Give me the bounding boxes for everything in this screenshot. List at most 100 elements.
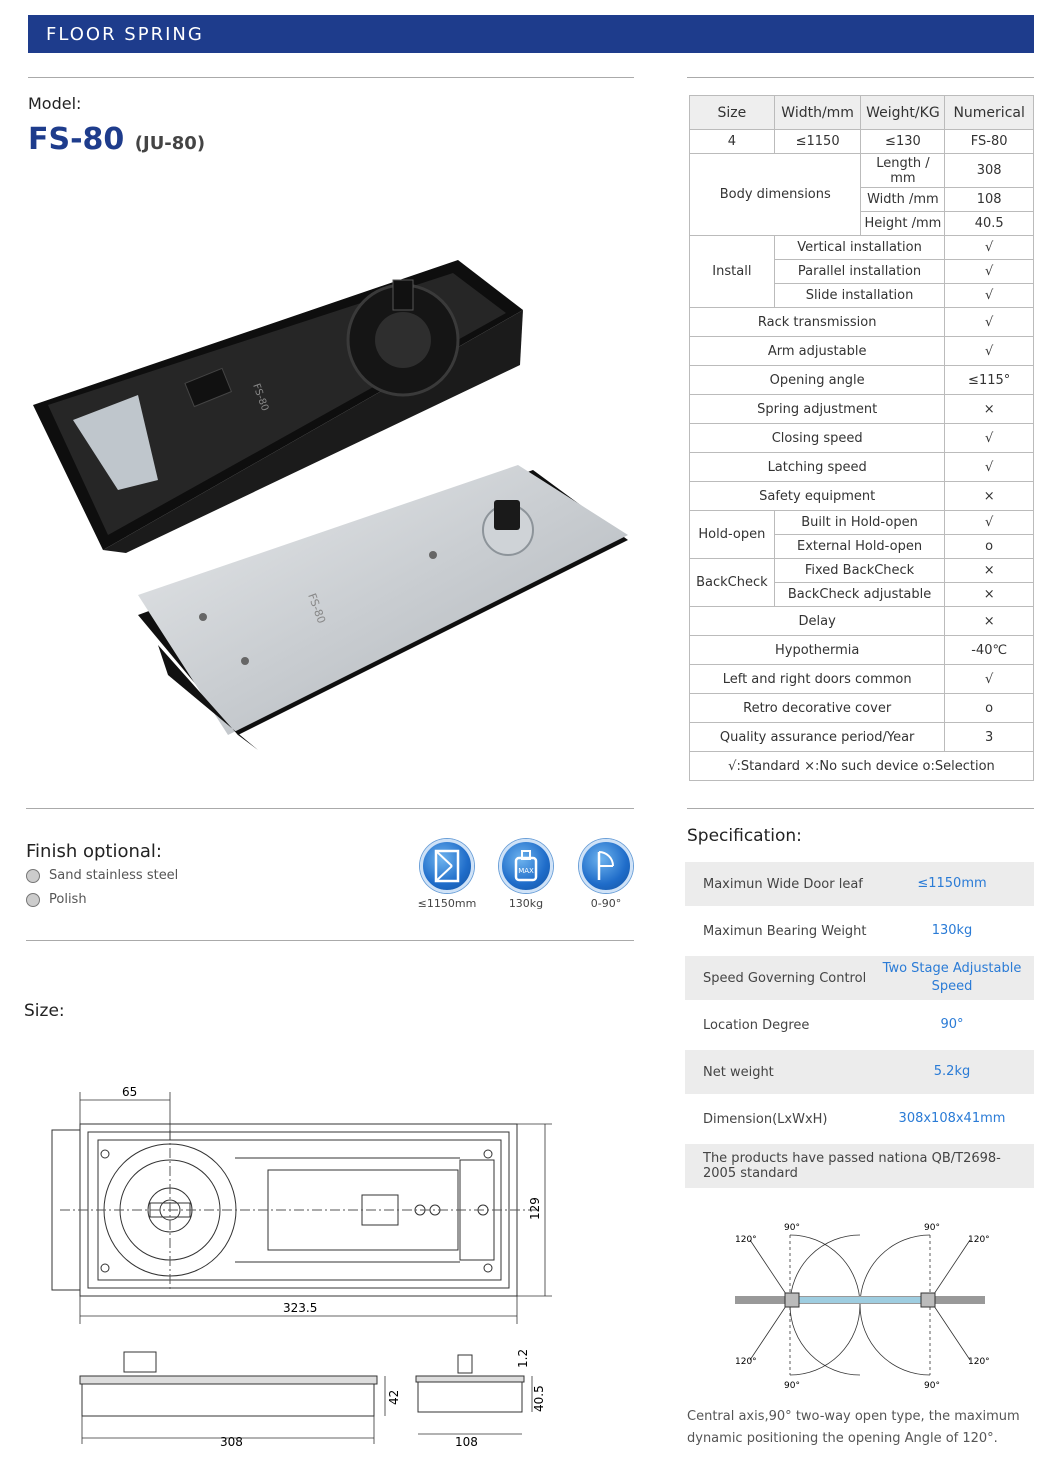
divider [26,940,634,941]
angle-icon [579,839,633,893]
spec-key: Location Degree [703,1017,810,1033]
model-code: FS-80 [28,122,125,157]
model-name: FS-80 (JU-80) [28,122,205,157]
dim-129: 129 [528,1197,542,1220]
table-cell: × [944,582,1034,607]
angle-caption: 0-90° [590,897,622,910]
weight-caption: 130kg [508,897,544,910]
spec-value: 130kg [931,923,973,938]
spec-row: Dimension(LxWxH) 308x108x41mm [685,1097,1034,1141]
table-cell: 108 [944,187,1034,212]
angle-label-90: 90° [924,1223,940,1233]
table-cell: √ [944,510,1034,535]
table-cell: × [944,481,1034,511]
table-cell: o [944,534,1034,559]
angle-label-90: 90° [784,1381,800,1390]
angle-label-90: 90° [924,1381,940,1390]
table-cell: Fixed BackCheck [773,558,946,583]
spec-row: Speed Governing Control Two Stage Adjust… [685,956,1034,1000]
page-header: FLOOR SPRING [28,15,1034,53]
hold-open-label: Hold-open [689,510,775,559]
spec-row: The products have passed nationa QB/T269… [685,1144,1034,1188]
divider [687,808,1034,809]
table-cell: Length / mm [860,153,946,188]
table-cell: Safety equipment [688,481,946,511]
spec-row: Maximun Bearing Weight 130kg [685,909,1034,953]
spec-value: ≤1150mm [917,876,987,891]
divider [28,77,634,78]
angle-label-90: 90° [784,1223,800,1233]
table-cell: Built in Hold-open [773,510,946,535]
table-cell: ≤115° [944,365,1034,395]
col-header-width: Width/mm [773,95,862,130]
table-cell: × [944,606,1034,636]
spec-row: Location Degree 90° [685,1003,1034,1047]
col-header-numerical: Numerical [944,95,1034,130]
table-cell: ≤130 [860,129,946,154]
product-image: FS-80 FS-80 [33,260,628,750]
angle-label-120: 120° [735,1357,757,1367]
spec-key: Maximun Bearing Weight [703,923,867,939]
spec-standard-note: The products have passed nationa QB/T269… [703,1151,1001,1181]
spec-key: Dimension(LxWxH) [703,1111,828,1127]
finish-option: Sand stainless steel [26,868,178,883]
spec-key: Net weight [703,1064,774,1080]
table-cell: Height /mm [860,211,946,236]
table-cell: -40℃ [944,635,1034,665]
col-header-size: Size [689,95,775,130]
dim-12: 1.2 [516,1349,530,1368]
spec-value: 5.2kg [933,1064,971,1079]
table-cell: Delay [688,606,946,636]
spec-row: Net weight 5.2kg [685,1050,1034,1094]
finish-option-label: Polish [49,892,87,907]
table-cell: BackCheck adjustable [773,582,946,607]
divider [687,77,1034,78]
col-header-weight: Weight/KG [860,95,946,130]
size-title: Size: [24,1001,65,1021]
angle-label-120: 120° [968,1235,990,1245]
model-alt: (JU-80) [134,133,206,154]
door-width-icon [420,839,474,893]
table-cell: 308 [944,153,1034,188]
table-cell: × [944,558,1034,583]
radio-dot [26,892,40,907]
table-cell: Closing speed [688,423,946,453]
spec-value: 90° [940,1017,964,1032]
table-cell: FS-80 [944,129,1034,154]
table-cell: Retro decorative cover [688,693,946,723]
table-cell: √ [944,423,1034,453]
weight-icon: MAX [499,839,553,893]
table-cell: o [944,693,1034,723]
table-cell: √ [944,452,1034,482]
body-dimensions-label: Body dimensions [688,153,862,236]
model-label: Model: [28,94,82,113]
table-cell: Parallel installation [773,259,946,284]
spec-key: Speed Governing Control [703,970,867,986]
table-cell: Vertical installation [773,235,946,260]
angle-caption-text: Central axis,90° two-way open type, the … [687,1409,1020,1446]
table-cell: √ [944,283,1034,308]
table-cell: Opening angle [688,365,946,395]
finish-title: Finish optional: [26,841,162,862]
spec-table: Size Width/mm Weight/KG Numerical 4 ≤115… [688,95,1034,781]
finish-option-label: Sand stainless steel [49,868,179,883]
table-cell: Quality assurance period/Year [688,722,946,752]
table-cell: Arm adjustable [688,336,946,366]
finish-option: Polish [26,892,87,907]
table-cell: √ [944,336,1034,366]
table-cell: √ [944,664,1034,694]
spec-value: 308x108x41mm [898,1111,1006,1126]
angle-label-120: 120° [968,1357,990,1367]
table-cell: Width /mm [860,187,946,212]
table-cell: Spring adjustment [688,394,946,424]
table-cell: 3 [944,722,1034,752]
dim-323: 323.5 [283,1301,317,1315]
table-legend: √:Standard ×:No such device o:Selection [689,751,1034,781]
table-cell: ≤1150 [773,129,862,154]
table-cell: × [944,394,1034,424]
table-cell: √ [944,307,1034,337]
door-width-caption: ≤1150mm [417,897,477,910]
dim-42: 42 [387,1390,401,1405]
table-cell: Left and right doors common [688,664,946,694]
angle-label-120: 120° [735,1235,757,1245]
